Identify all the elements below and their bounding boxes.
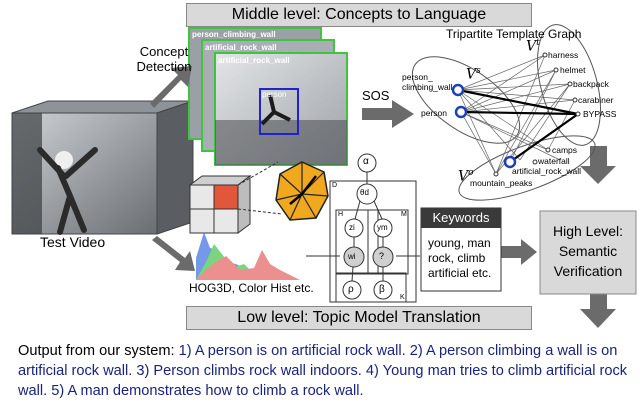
vs-label: Vs [466,66,481,83]
test-video-cube [11,100,194,235]
tm-plate-m: M [401,211,407,218]
hog-block-grid [188,175,252,234]
output-prefix: Output from our system: [18,343,179,359]
tm-plate-k: K [400,294,405,301]
keywords-title-bar [421,208,501,228]
frame-label-2: artificial_rock_wall [205,43,277,52]
node-bypass: BYPASS [583,109,617,119]
arrow-to-features [152,236,195,271]
system-output: Output from our system: 1) A person is o… [18,341,638,401]
vo-label: Vo [458,168,474,185]
node-person-climbing-wall: person_ climbing_wall [402,72,453,92]
node-helmet: helmet [560,65,586,75]
tm-rho: ρ [348,284,354,295]
detection-frames [188,27,348,166]
topic-model [306,153,420,303]
high-level-text: High Level: Semantic Verification [552,223,624,279]
middle-level-banner: Middle level: Concepts to Language [186,3,532,27]
node-harness: harness [548,50,579,60]
node-mountain-peaks: mountain_peaks [470,178,533,188]
node-carabiner: carabiner [578,95,614,105]
test-video-label: Test Video [40,234,106,250]
high-level-box [539,210,637,295]
arrow-to-high-level [500,239,537,265]
output-sentences: 1) A person is on artificial rock wall. … [18,343,628,399]
tripartite-title: Tripartite Template Graph [446,27,582,41]
climber-head [55,151,73,169]
node-waterfall: waterfall [538,156,570,166]
hog-label: HOG3D, Color Hist etc. [189,281,314,295]
tm-plate-d: D [332,182,338,189]
hog-polyhedron [275,161,329,221]
node-camps: camps [552,145,578,155]
frame-label-1: person_climbing_wall [192,30,276,39]
color-histogram [196,232,300,280]
arrow-to-detection [150,66,192,108]
tm-plate-h: H [338,211,344,218]
low-level-banner: Low level: Topic Model Translation [186,306,532,330]
keywords-title: Keywords [432,210,490,225]
node-person: person [421,108,447,118]
arrow-down-output [580,293,616,328]
concept-detection-label: Concept Detection [136,44,192,74]
tm-theta: θd [360,188,369,197]
vt-label: Vt [526,38,540,55]
box-label-person: person [262,90,287,99]
tm-question: ? [379,251,385,261]
node-artificial-rock-wall: artificial_rock_wall [512,166,581,176]
keywords-body: young, man rock, climb artificial etc. [428,236,492,280]
tm-w: wi [348,252,356,261]
tm-y: ym [377,223,388,232]
tm-beta: β [379,284,385,295]
frame-label-3: artificial_rock_wall [218,56,290,65]
sos-label: SOS [362,88,390,103]
person-bounding-box [259,88,299,135]
tripartite-graph [411,24,601,201]
tm-z: zi [349,223,355,232]
arrows [150,66,616,328]
diagram-canvas [11,24,637,328]
arrow-down-graph [580,146,616,184]
node-backpack: backpack [573,79,609,89]
arrow-sos [362,100,414,128]
tm-alpha: α [363,156,369,167]
